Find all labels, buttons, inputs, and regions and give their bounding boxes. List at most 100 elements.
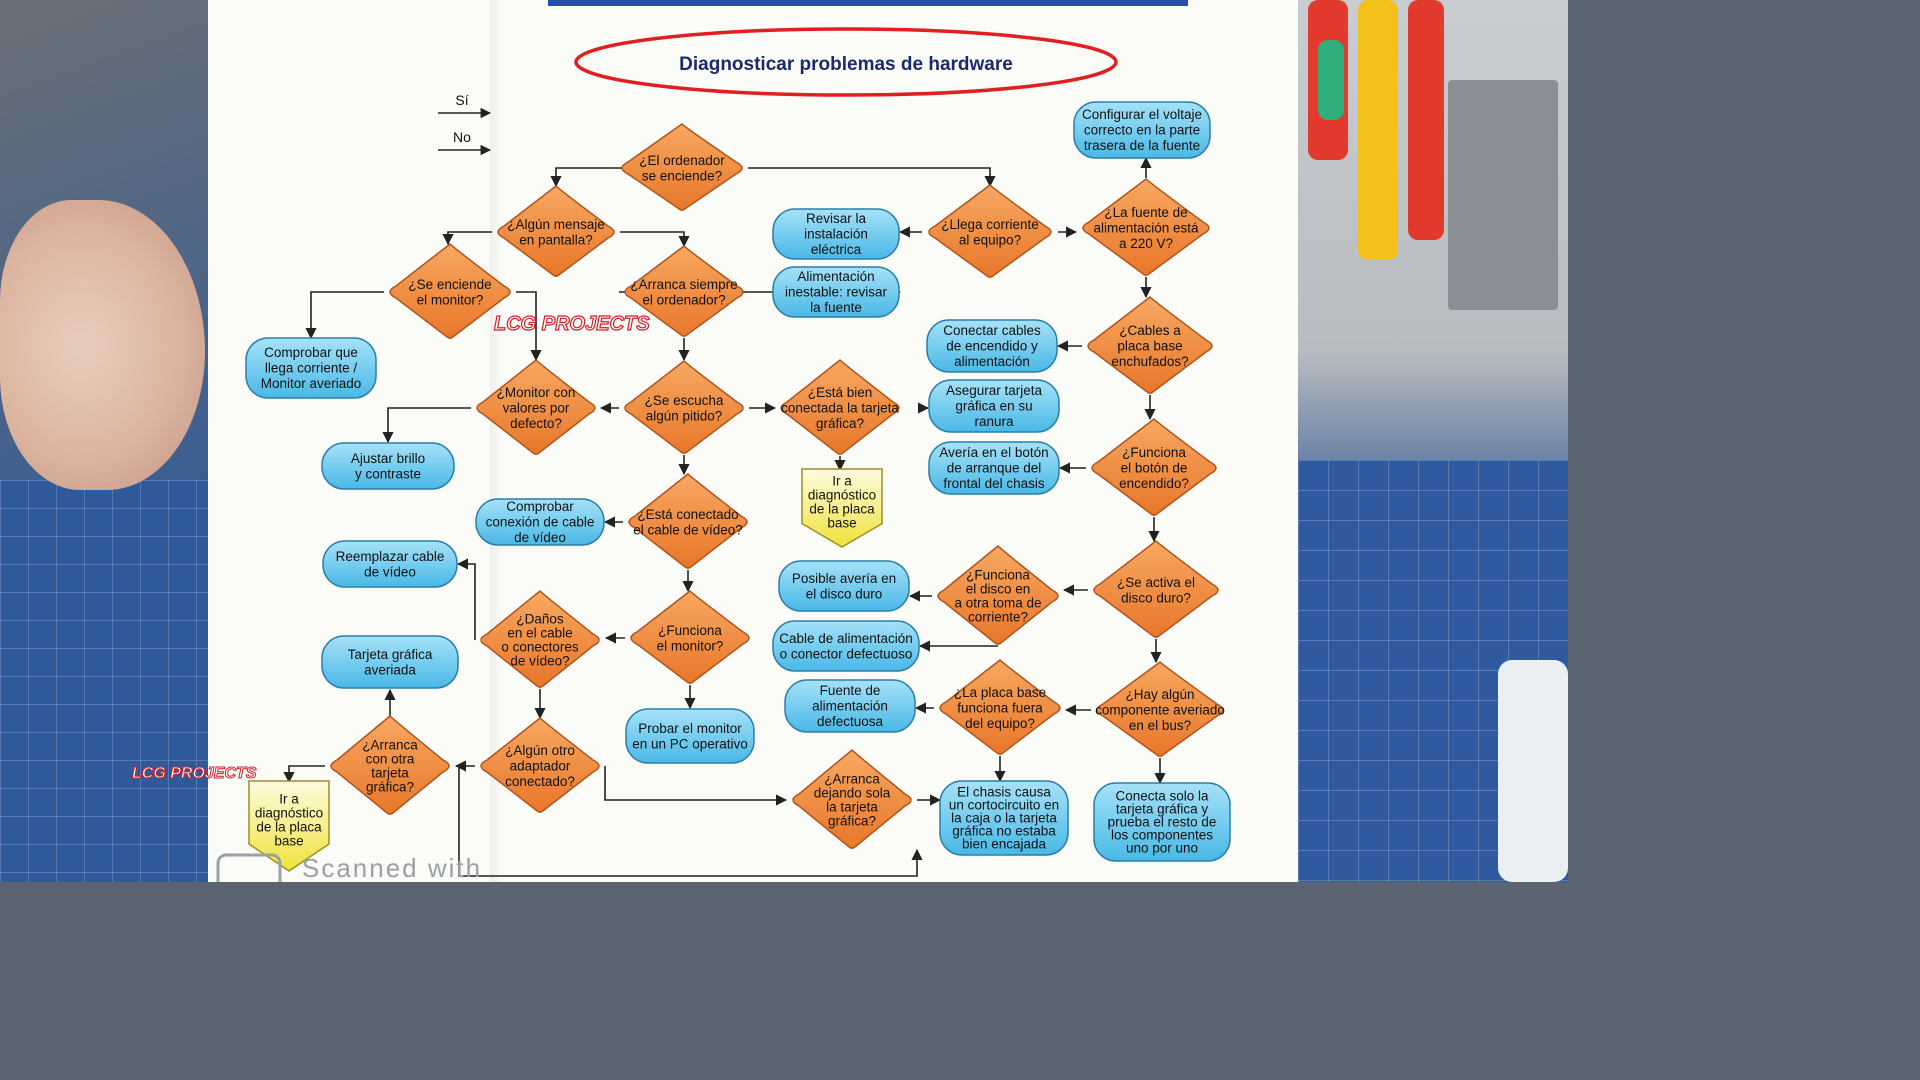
node-label: ¿Funciona	[966, 568, 1030, 583]
legend-no-label: No	[453, 129, 471, 145]
node-label: Fuente de	[820, 683, 881, 698]
node-label: ¿Arranca	[824, 772, 880, 787]
node-shape-decision	[630, 590, 750, 684]
node-label: ¿Cables a	[1119, 323, 1181, 338]
node-label: de arranque del	[947, 461, 1042, 476]
node-label: base	[274, 834, 303, 849]
node-label: Conectar cables	[943, 323, 1041, 338]
node-label: adaptador	[510, 759, 571, 774]
node-label: a otra toma de	[954, 596, 1041, 611]
node-label: de encendido y	[946, 339, 1038, 354]
node-shape-action	[322, 540, 458, 588]
node-shape-decision	[624, 245, 744, 337]
node-shape-decision	[476, 358, 596, 455]
node-label: defectuosa	[817, 714, 884, 729]
node-label: y contraste	[355, 466, 421, 481]
node-label: la tarjeta	[826, 800, 878, 815]
node-label: gráfica?	[828, 814, 876, 829]
connector-arrow-6	[620, 231, 690, 248]
node-label: enchufados?	[1111, 354, 1188, 369]
node-label: o conectores	[501, 640, 579, 655]
node-label: el monitor?	[417, 292, 484, 307]
node-label: ¿Hay algún	[1125, 687, 1194, 702]
node-shape-decision	[480, 589, 600, 688]
connector-arrow-39	[604, 766, 788, 806]
node-label: la caja o la tarjeta	[951, 810, 1057, 825]
node-label: ¿La placa base	[954, 685, 1046, 700]
node-label: el disco en	[966, 582, 1031, 597]
node-shape-decision	[928, 184, 1052, 278]
node-shape-action	[772, 266, 900, 318]
node-label: correcto en la parte	[1084, 123, 1200, 138]
node-label: ¿Arranca siempre	[630, 277, 737, 292]
node-label: alimentación está	[1093, 221, 1199, 236]
connector-arrow-1	[748, 167, 996, 188]
node-label: al equipo?	[959, 232, 1021, 247]
node-label: en el bus?	[1129, 718, 1191, 733]
node-label: Ajustar brillo	[351, 451, 425, 466]
node-shape-action	[1093, 782, 1231, 862]
node-shape-decision	[780, 358, 900, 455]
node-shape-action	[321, 442, 455, 490]
node-label: el disco duro	[806, 586, 883, 601]
node-shape-decision	[1082, 178, 1210, 276]
node-shape-decision	[792, 748, 912, 849]
node-label: un cortocircuito en	[949, 797, 1059, 812]
node-label: trasera de la fuente	[1084, 138, 1200, 153]
legend-yes-label: Sí	[455, 92, 468, 108]
node-label: se enciende?	[642, 168, 722, 183]
node-shape-decision	[1096, 661, 1224, 757]
node-shape-action	[321, 635, 459, 689]
node-label: conexión de cable	[486, 515, 595, 530]
node-label: tarjeta	[371, 766, 409, 781]
node-shape-decision	[624, 360, 744, 454]
node-shape-decision	[389, 243, 511, 339]
node-shape-decision	[480, 716, 600, 813]
bit-holder	[1448, 80, 1558, 310]
charger-block	[1498, 660, 1568, 882]
node-label: el cable de vídeo?	[633, 522, 743, 537]
node-label: gráfica?	[366, 780, 414, 795]
node-label: gráfica no estaba	[952, 823, 1056, 838]
node-label: en pantalla?	[519, 232, 593, 247]
connector-arrow-8	[305, 291, 384, 340]
node-label: ¿El ordenador	[639, 153, 725, 168]
node-label: Revisar la	[806, 211, 867, 226]
node-shape-action	[928, 441, 1060, 495]
node-shape-action	[928, 379, 1060, 433]
node-label: averiada	[364, 662, 416, 677]
node-label: ranura	[974, 414, 1014, 429]
node-shape-decision	[1091, 418, 1217, 516]
node-shape-decision	[1093, 540, 1219, 638]
connector-arrow-9	[516, 291, 542, 362]
node-label: Avería en el botón	[939, 445, 1048, 460]
node-label: ¿Funciona	[658, 623, 722, 638]
node-shape-decision	[939, 659, 1061, 755]
page-fold	[490, 0, 502, 882]
node-label: ¿La fuente de	[1104, 205, 1187, 220]
node-label: base	[827, 516, 856, 531]
node-label: alimentación	[812, 699, 888, 714]
